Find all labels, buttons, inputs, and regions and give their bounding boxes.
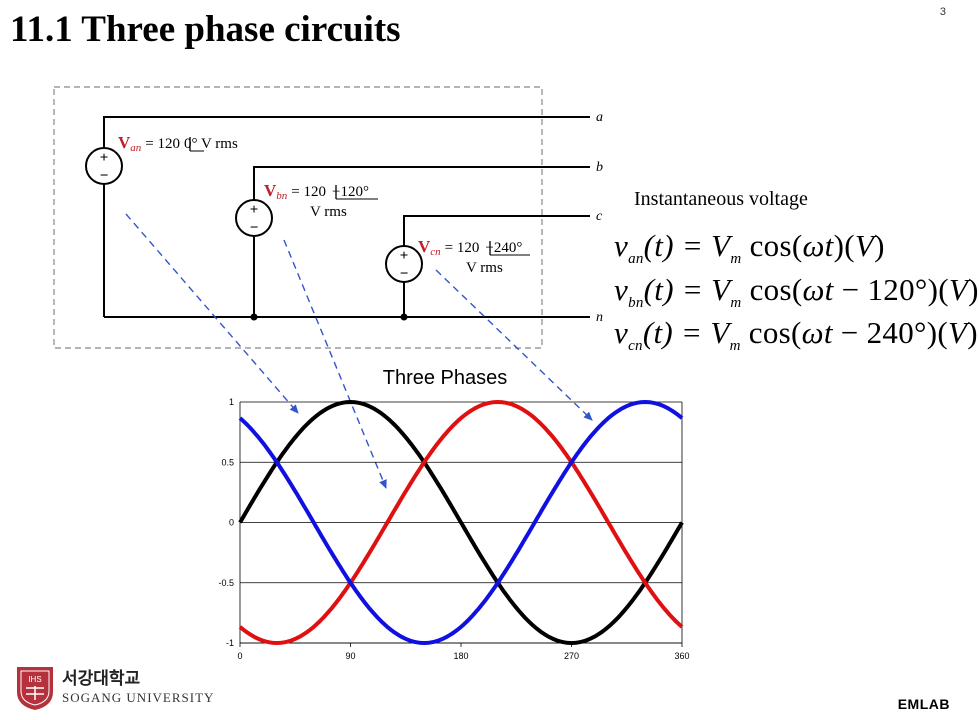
university-name-korean: 서강대학교 [62, 669, 141, 689]
arrow-a [125, 213, 299, 414]
node-label-c: c [596, 209, 603, 224]
circuit-wires [103, 116, 590, 318]
minus-sign: − [100, 168, 109, 184]
node-label-b: b [596, 160, 603, 175]
arrow-b [283, 239, 387, 489]
equation-van: van(t) = Vm cos(ωt)(V) [614, 228, 885, 268]
slide-title: 11.1 Three phase circuits [10, 9, 401, 50]
plus-sign: + [400, 248, 409, 264]
plus-sign: + [250, 202, 259, 218]
vbn-label: Vbn= 120−120° [264, 181, 369, 202]
junction-dot [400, 313, 408, 321]
chart-title: Three Phases [383, 367, 508, 389]
y-tick-label: -1 [226, 638, 234, 648]
series-line-1 [238, 400, 684, 645]
voltage-source-a: + − [85, 147, 123, 185]
arrow-c [435, 269, 593, 421]
voltage-source-b: + − [235, 199, 273, 237]
page-number: 3 [939, 6, 946, 18]
university-name-english: SOGANG UNIVERSITY [62, 690, 215, 705]
series-line-2 [238, 400, 684, 645]
x-tick-label: 90 [345, 651, 355, 661]
vbn-unit: V rms [310, 204, 347, 220]
emlab-brand: EMLAB [897, 696, 950, 712]
minus-sign: − [250, 220, 259, 236]
y-tick-label: 0 [229, 518, 234, 528]
svg-text:IHS: IHS [28, 675, 41, 684]
junction-dot [250, 313, 258, 321]
equation-vbn: vbn(t) = Vm cos(ωt − 120°)(V) [614, 272, 979, 312]
y-tick-label: 0.5 [221, 457, 234, 467]
university-seal-logo: IHS [17, 667, 53, 710]
y-tick-label: -0.5 [218, 578, 234, 588]
x-tick-label: 270 [564, 651, 579, 661]
equation-vcn: vcn(t) = Vm cos(ωt − 240°)(V) [614, 315, 978, 355]
x-tick-label: 0 [237, 651, 242, 661]
phase-arrows [125, 213, 593, 489]
series-line-0 [238, 400, 684, 645]
node-label-n: n [596, 310, 603, 325]
minus-sign: − [400, 266, 409, 282]
x-tick-label: 180 [453, 651, 468, 661]
chart-series [238, 400, 684, 645]
y-tick-label: 1 [229, 397, 234, 407]
dashed-boundary [53, 86, 543, 349]
node-labels: a b c n [596, 110, 603, 325]
x-tick-label: 360 [674, 651, 689, 661]
vcn-label: Vcn= 120−240° [418, 237, 522, 258]
plus-sign: + [100, 150, 109, 166]
voltage-source-c: + − [385, 245, 423, 283]
vcn-unit: V rms [466, 260, 503, 276]
node-label-a: a [596, 110, 603, 125]
instantaneous-voltage-heading: Instantaneous voltage [634, 188, 808, 210]
